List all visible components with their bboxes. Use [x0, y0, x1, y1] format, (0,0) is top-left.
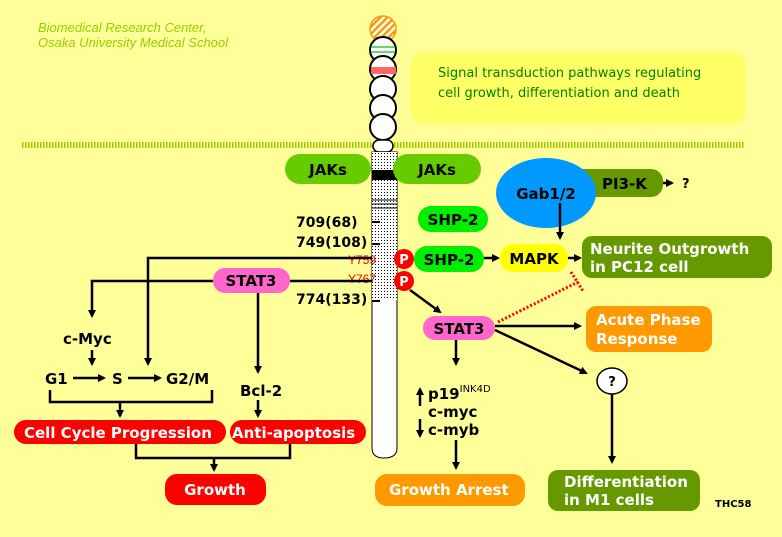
acute-line1: Acute Phase	[596, 311, 701, 329]
jaks-right-label: JAKs	[417, 161, 456, 179]
shp2-upper-label: SHP-2	[428, 211, 479, 229]
pi3k-label: PI3-K	[602, 175, 648, 193]
receptor-extracellular	[369, 15, 397, 153]
g2m-label: G2/M	[166, 370, 209, 388]
mapk-label: MAPK	[509, 250, 560, 268]
site-749: 749(108)	[296, 235, 367, 251]
differentiation-node	[548, 470, 700, 511]
phospho-label-1: P	[399, 253, 409, 268]
site-774: 774(133)	[296, 292, 367, 308]
title-line2: cell growth, differentiation and death	[438, 86, 680, 101]
mapk-node	[500, 244, 568, 272]
jaks-right-node	[393, 154, 481, 184]
anti-apoptosis-node	[230, 420, 366, 444]
gab-label: Gab1/2	[516, 185, 576, 203]
cmyc-right-label: c-myc	[428, 403, 477, 421]
neurite-line1: Neurite Outgrowth	[590, 240, 749, 258]
growth-node	[165, 474, 266, 505]
anti-apoptosis-label: Anti-apoptosis	[232, 424, 355, 442]
figure-code: THC58	[715, 499, 751, 510]
stat3-left-label: STAT3	[226, 272, 277, 290]
growth-label: Growth	[184, 481, 246, 499]
growth-arrest-node	[375, 474, 525, 506]
institution-line1: Biomedical Research Center,	[38, 20, 206, 35]
institution-line2: Osaka University Medical School	[38, 35, 229, 50]
stat3-right-node	[423, 316, 495, 340]
cell-cycle-node	[14, 420, 226, 444]
stat3-right-label: STAT3	[434, 320, 485, 338]
inhibition-line	[497, 280, 579, 324]
neurite-line2: in PC12 cell	[590, 258, 689, 276]
phospho-y767-icon	[394, 271, 414, 291]
shp2-upper-node	[418, 206, 488, 232]
receptor-intracellular	[371, 151, 398, 459]
g1-label: G1	[45, 370, 68, 388]
tyrosine-y767: Y767	[348, 272, 376, 286]
bcl2-label: Bcl-2	[240, 382, 282, 400]
phospho-label-2: P	[399, 275, 409, 290]
phospho-y759-icon	[394, 249, 414, 269]
jaks-left-label: JAKs	[308, 161, 347, 179]
site-709: 709(68)	[296, 215, 358, 231]
pi3k-target-unknown: ?	[682, 177, 690, 192]
tyrosine-y759: Y759	[348, 253, 376, 267]
shp2-lower-node	[414, 246, 484, 272]
acute-phase-node	[586, 306, 712, 352]
diff-line2: in M1 cells	[564, 491, 654, 509]
gab-node	[496, 158, 596, 228]
title-box	[410, 52, 746, 124]
neurite-outgrowth-node	[582, 236, 772, 278]
jaks-left-node	[285, 154, 371, 184]
title-line1: Signal transduction pathways regulating	[438, 66, 701, 81]
unknown-label: ?	[608, 375, 616, 390]
diff-line1: Differentiation	[564, 473, 688, 491]
acute-line2: Response	[596, 330, 677, 348]
s-phase-label: S	[112, 370, 123, 388]
cmyb-label: c-myb	[428, 421, 480, 439]
cmyc-left-label: c-Myc	[63, 330, 112, 348]
p19-label: p19INK4D	[428, 384, 491, 403]
growth-arrest-label: Growth Arrest	[389, 481, 509, 499]
cell-cycle-label: Cell Cycle Progression	[24, 424, 212, 442]
shp2-lower-label: SHP-2	[424, 251, 475, 269]
stat3-left-node	[213, 268, 290, 293]
